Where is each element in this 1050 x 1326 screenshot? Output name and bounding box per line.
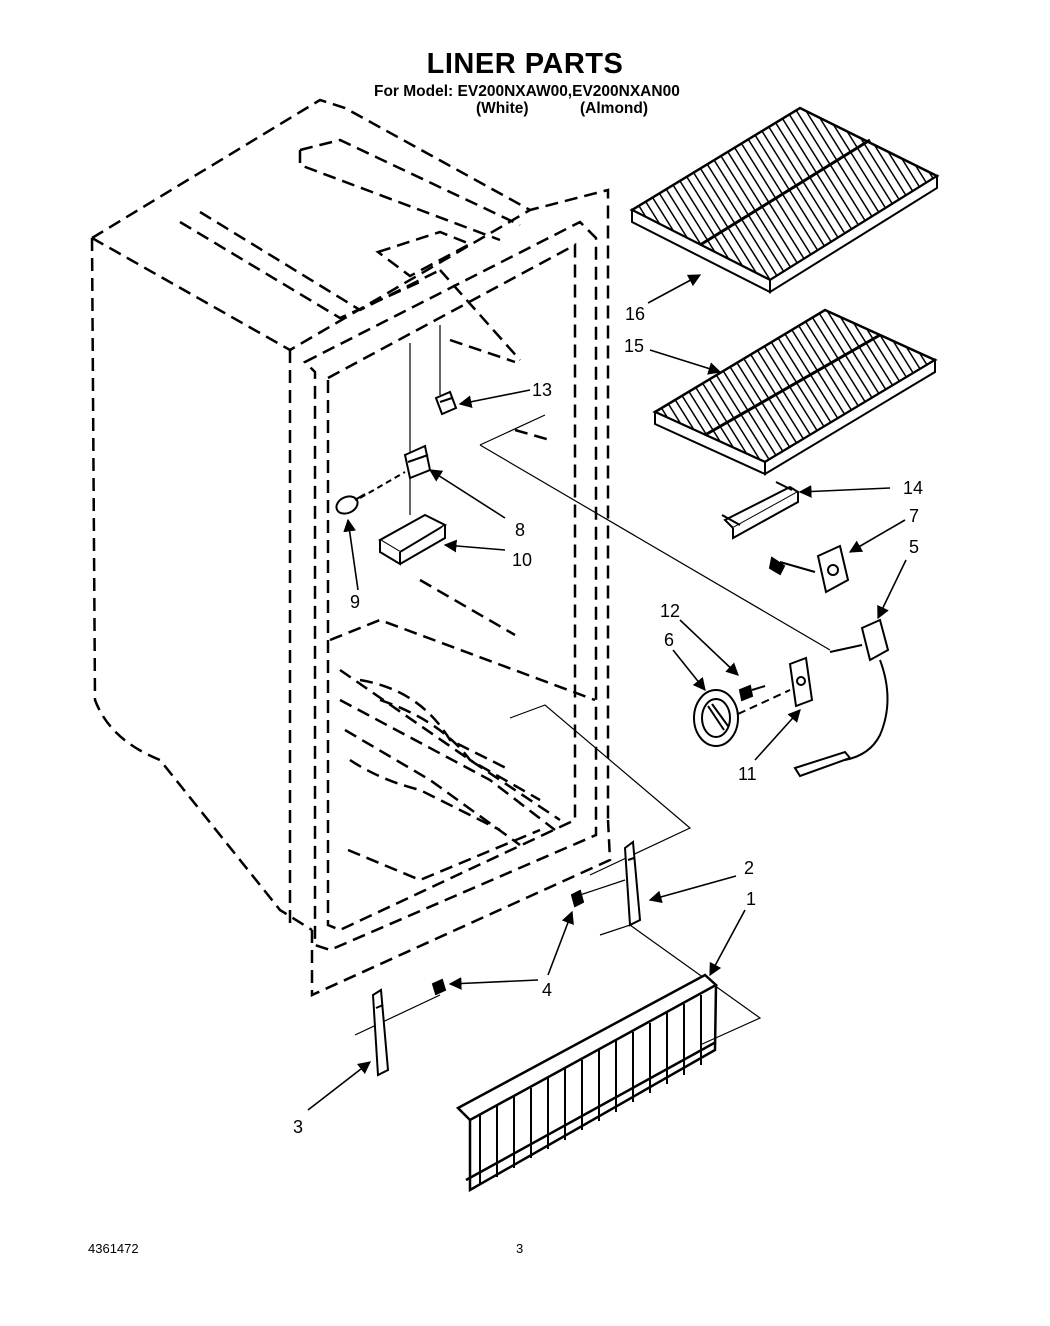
callout-7: 7 bbox=[909, 506, 919, 526]
guide-lines bbox=[354, 325, 831, 1046]
part-8-socket bbox=[359, 444, 432, 499]
part-15-shelf bbox=[652, 308, 938, 476]
callout-4: 4 bbox=[542, 980, 552, 1000]
callout-6: 6 bbox=[664, 630, 674, 650]
model-prefix: For Model: bbox=[374, 83, 454, 100]
leader-lines bbox=[307, 274, 907, 1111]
variant-almond: (Almond) bbox=[580, 100, 649, 117]
part-7-switch bbox=[768, 544, 850, 594]
part-11-plate bbox=[788, 656, 814, 708]
part-14-bracket bbox=[721, 481, 800, 540]
callout-13: 13 bbox=[532, 380, 552, 400]
callout-16: 16 bbox=[625, 304, 645, 324]
callout-14: 14 bbox=[903, 478, 923, 498]
part-12-screw bbox=[738, 684, 766, 702]
part-4-screws bbox=[431, 889, 585, 996]
part-13-connector bbox=[434, 390, 458, 416]
model-line: For Model: EV200NXAW00,EV200NXAN00 bbox=[374, 83, 680, 101]
part-16-shelf bbox=[629, 106, 940, 294]
page-title: LINER PARTS bbox=[426, 48, 624, 80]
part-2-strip bbox=[623, 840, 642, 927]
variant-white: (White) bbox=[476, 100, 529, 117]
callout-9: 9 bbox=[350, 592, 360, 612]
part-6-knob bbox=[693, 689, 791, 747]
part-9-bulb bbox=[335, 493, 366, 515]
callout-5: 5 bbox=[909, 537, 919, 557]
callout-8: 8 bbox=[515, 520, 525, 540]
part-1-basket bbox=[455, 973, 719, 1193]
part-10-shield bbox=[378, 513, 448, 566]
page-number: 3 bbox=[516, 1241, 524, 1256]
part-3-strip bbox=[371, 988, 390, 1077]
callout-2: 2 bbox=[744, 858, 754, 878]
model-numbers: EV200NXAW00,EV200NXAN00 bbox=[457, 83, 680, 100]
callout-3: 3 bbox=[293, 1117, 303, 1137]
callout-15: 15 bbox=[624, 336, 644, 356]
callout-12: 12 bbox=[660, 601, 680, 621]
callouts: 16 15 13 14 7 5 12 6 8 10 9 11 2 1 4 3 bbox=[293, 304, 923, 1137]
callout-11: 11 bbox=[738, 764, 757, 784]
part-5-thermostat bbox=[793, 618, 890, 778]
document-number: 4361472 bbox=[88, 1241, 139, 1256]
callout-1: 1 bbox=[746, 889, 756, 909]
callout-10: 10 bbox=[512, 550, 532, 570]
cabinet-outline bbox=[90, 98, 612, 997]
